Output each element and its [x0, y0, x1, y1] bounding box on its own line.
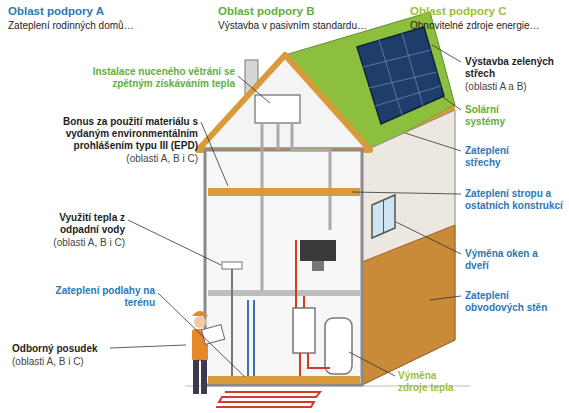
measure-label: Využití tepla z odpadní vody: [43, 212, 125, 236]
heating-pipe: [296, 240, 304, 308]
area-note: (oblasti A, B i C): [20, 237, 125, 249]
floor-heating: [216, 392, 320, 407]
area-note: (oblasti A, B i C): [12, 356, 142, 368]
leader-line: [201, 122, 228, 186]
leg: [193, 360, 199, 394]
area-heading: Oblast podpory B: [218, 4, 403, 18]
ventilation-unit: [255, 95, 300, 123]
leader-line: [396, 222, 461, 254]
wall-insulation: [362, 225, 455, 385]
heating-pipe: [300, 353, 330, 376]
solar-panel: [357, 27, 444, 124]
area-heading: Oblast podpory C: [410, 4, 565, 18]
water-tank: [325, 318, 352, 374]
leader-line: [128, 220, 221, 265]
floor-insulation: [208, 376, 360, 384]
leader-lines: [110, 45, 461, 377]
window: [372, 195, 395, 238]
boiler: [293, 308, 315, 353]
area-subtitle: Zateplení rodinných domů…: [8, 20, 213, 32]
attic-insulation: [208, 188, 360, 196]
leader-line: [238, 76, 270, 103]
waste-pipe: [231, 269, 233, 376]
measure-label: Výměna zdroje tepla: [398, 370, 468, 394]
side-wall: [362, 110, 455, 385]
window-frame: [383, 200, 384, 233]
sink: [222, 262, 242, 269]
air-duct: [262, 123, 330, 188]
tv-stand: [312, 261, 324, 271]
helmet: [192, 311, 208, 316]
measure-label: Zateplení střechy: [465, 145, 525, 169]
leader-line: [349, 352, 395, 376]
measure-label: Solární systémy: [465, 104, 525, 128]
area-note: (oblasti A, B i C): [38, 153, 198, 165]
grid-line: [369, 72, 437, 88]
head: [194, 316, 206, 328]
measure-label: Zateplení stropu a ostatních konstrukcí: [465, 188, 565, 212]
leader-line: [430, 296, 461, 300]
measure-label: Zateplení podlahy na terénu: [40, 285, 155, 309]
plan-sheet: [202, 325, 225, 345]
measure-label: Zateplení obvodových stěn: [465, 290, 565, 314]
measure-label: Bonus za použití materiálu s vydaným env…: [38, 116, 198, 152]
leader-line: [158, 293, 245, 377]
leg: [201, 360, 207, 394]
measure-label: Instalace nuceného větrání se zpětným zí…: [55, 66, 235, 90]
leader-line: [405, 133, 461, 151]
area-subtitle: Výstavba v pasivním standardu…: [218, 20, 406, 32]
leader-line: [440, 95, 461, 110]
grid-line: [363, 50, 431, 67]
leader-line: [110, 345, 186, 348]
grid-line: [402, 33, 423, 106]
solar-grid: [363, 33, 441, 115]
leader-line: [352, 192, 461, 194]
measure-label: Odborný posudek: [12, 343, 142, 355]
grid-line: [375, 86, 441, 106]
leader-line: [432, 45, 461, 62]
measure-label: Výstavba zelených střech: [465, 56, 565, 80]
area-subtitle: Obnovitelné zdroje energie…: [410, 20, 566, 32]
area-note: (oblasti A a B): [465, 81, 565, 93]
floor-slab: [208, 290, 360, 296]
measure-label: Výměna oken a dveří: [465, 248, 545, 272]
front-cutaway: [205, 150, 362, 385]
water-pipe: [248, 300, 254, 376]
area-heading: Oblast podpory A: [8, 4, 208, 18]
tv: [300, 240, 336, 261]
